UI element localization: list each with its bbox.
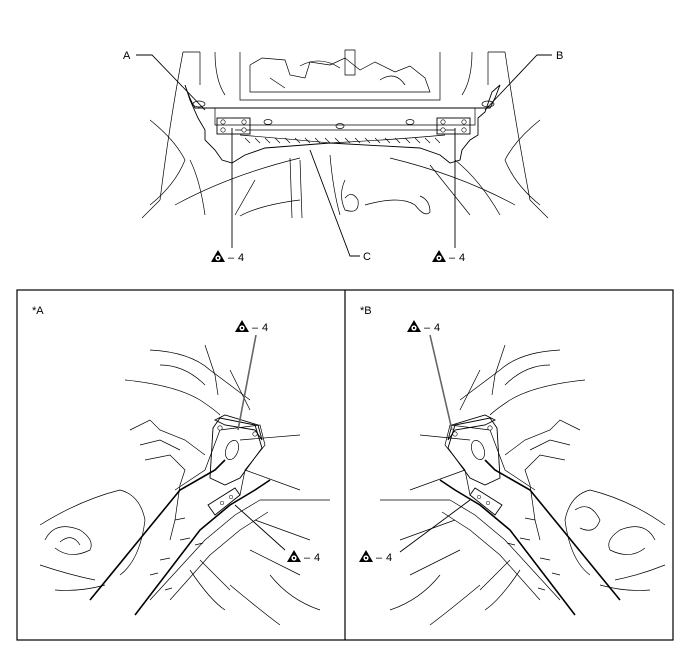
torque-triangle-icon <box>235 320 249 332</box>
overview-illustration: A B C – 4 – 4 <box>123 49 563 264</box>
panel-a-rail-inner <box>134 479 271 616</box>
detail-panel-a: *A <box>32 305 330 626</box>
leader-panel-a-lower <box>234 504 286 551</box>
panel-a-label: *A <box>32 305 44 317</box>
cross-member <box>184 84 501 164</box>
torque-triangle-icon <box>287 550 301 562</box>
leader-c <box>309 149 360 257</box>
leader-panel-b-lower <box>399 499 471 553</box>
leader-b <box>484 54 552 111</box>
torque-dash-a-lower: – <box>304 552 311 564</box>
torque-value-panel-b-upper: 4 <box>434 322 440 334</box>
panel-b-body-lines <box>380 344 666 626</box>
torque-dash-left: – <box>228 252 235 264</box>
torque-triangle-icon <box>407 320 421 332</box>
callout-b: B <box>556 50 563 62</box>
leader-panel-b-upper <box>429 334 453 431</box>
torque-value-panel-a-upper: 4 <box>262 322 268 334</box>
torque-triangle-icon <box>211 250 225 262</box>
torque-value-top-left: 4 <box>238 252 244 264</box>
torque-dash-right: – <box>449 252 456 264</box>
body-outline-lines <box>141 49 549 219</box>
panel-a-rail-outer <box>89 459 226 601</box>
torque-value-panel-b-lower: 4 <box>386 552 392 564</box>
torque-dash-b-upper: – <box>424 322 431 334</box>
torque-dash-a-upper: – <box>252 322 259 334</box>
panel-b-label: *B <box>360 305 372 317</box>
leader-panel-a-upper <box>237 334 257 431</box>
panel-a-bracket <box>209 417 263 486</box>
torque-value-panel-a-lower: 4 <box>314 552 320 564</box>
leader-a <box>136 54 206 111</box>
panel-b-rail-inner <box>439 479 576 616</box>
callout-c: C <box>363 251 371 263</box>
torque-dash-b-lower: – <box>376 552 383 564</box>
detail-panel-b: *B – <box>359 305 666 626</box>
panel-a-body-lines <box>39 344 330 626</box>
panel-b-rail-outer <box>484 459 621 601</box>
torque-triangle-icon <box>432 250 446 262</box>
callout-a: A <box>123 50 131 62</box>
panel-b-bracket <box>447 417 501 486</box>
torque-triangle-icon <box>359 550 373 562</box>
torque-value-top-right: 4 <box>459 252 465 264</box>
